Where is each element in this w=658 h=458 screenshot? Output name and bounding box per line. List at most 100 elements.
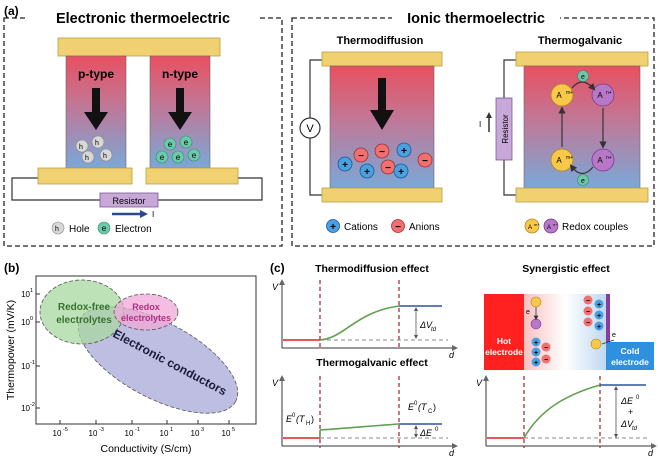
- n-type-label: n-type: [162, 67, 198, 81]
- svg-text:−: −: [395, 222, 401, 233]
- svg-text:+: +: [534, 350, 538, 357]
- anion: −: [353, 147, 369, 163]
- ionic-title: Ionic thermoelectric: [407, 11, 545, 27]
- syn-axis-v: V: [476, 378, 483, 388]
- svg-text:−: −: [586, 320, 590, 327]
- svg-text:(T: (T: [418, 402, 428, 412]
- svg-text:A: A: [556, 156, 562, 165]
- panel-b-label: (b): [4, 261, 19, 275]
- svg-text:m+: m+: [566, 155, 573, 161]
- y-tick-label: 10: [21, 290, 30, 299]
- hot-electrode-label-2: electrode: [485, 347, 523, 357]
- syn-redox-cold: e: [590, 332, 616, 350]
- svg-text:-1: -1: [30, 360, 35, 366]
- thermodiffusion-title: Thermodiffusion: [337, 35, 424, 47]
- electron-particle: e: [155, 150, 169, 164]
- svg-text:(T: (T: [296, 414, 306, 424]
- svg-text:A: A: [556, 91, 562, 100]
- legend-redox: A m+ A n+ Redox couples: [524, 218, 628, 234]
- td-delta-v: ΔV: [419, 320, 433, 330]
- svg-text:0: 0: [414, 401, 418, 407]
- svg-text:0: 0: [292, 413, 296, 419]
- y-tick-label: 10: [21, 362, 30, 371]
- p-heat-arrow: [84, 88, 108, 130]
- panel-b-regions: Redox-free electrolytes Redox electrolyt…: [39, 279, 239, 414]
- thermodiffusion-effect-title: Thermodiffusion effect: [315, 263, 429, 275]
- svg-text:h: h: [95, 140, 99, 147]
- td-top-electrode: [321, 51, 443, 67]
- legend-anions: − Anions: [391, 219, 440, 233]
- voltmeter: [299, 117, 321, 139]
- tg-bottom-electrode: [515, 187, 649, 203]
- y-tick-label: 10: [21, 318, 30, 327]
- hot-electrode-label-1: Hot: [497, 336, 511, 346]
- syn-delta-vtd: ΔV: [620, 419, 634, 429]
- tg-e0-th: E: [286, 414, 293, 424]
- svg-text:h: h: [79, 144, 83, 151]
- svg-text:e: e: [192, 151, 197, 160]
- svg-text:-3: -3: [99, 427, 104, 433]
- svg-text:e: e: [581, 178, 585, 185]
- svg-text:e: e: [581, 74, 585, 81]
- region-redox-free-label-2: electrolytes: [56, 315, 112, 326]
- svg-text:e: e: [184, 138, 189, 147]
- electron-particle: e: [187, 148, 201, 162]
- svg-text:A: A: [597, 156, 603, 165]
- redox-electron-bottom: e: [577, 174, 589, 186]
- legend-cations: + Cations: [326, 219, 378, 233]
- panel-b-xlabel: Conductivity (S/cm): [100, 443, 191, 455]
- svg-text:-1: -1: [135, 427, 140, 433]
- p-type-label: p-type: [78, 67, 114, 81]
- svg-text:C: C: [428, 409, 433, 415]
- tg-delta-e0: ΔE: [419, 428, 433, 438]
- cation: +: [393, 163, 409, 179]
- svg-text:0: 0: [636, 395, 640, 401]
- voltmeter-label: V: [306, 123, 314, 135]
- electron-particle: e: [163, 137, 177, 151]
- thermogalvanic-effect-title: Thermogalvanic effect: [316, 357, 428, 369]
- x-tick-label: 10: [160, 429, 169, 438]
- anion: −: [380, 159, 396, 175]
- panel-a-label: (a): [4, 4, 19, 18]
- panel-b-ylabel: Thermopower (mV/K): [5, 300, 17, 400]
- svg-text:+: +: [330, 222, 336, 233]
- cation: +: [359, 163, 375, 179]
- legend-electron-label: Electron: [115, 224, 152, 235]
- svg-text:n+: n+: [606, 155, 612, 161]
- syn-delta-e0: ΔE: [620, 396, 634, 406]
- region-redox: [113, 293, 179, 331]
- svg-text:+: +: [597, 313, 601, 320]
- td-plot: V d ΔV td: [272, 279, 458, 360]
- redox-electron-top: e: [577, 70, 589, 82]
- cold-electrode-label-1: Cold: [621, 346, 640, 356]
- electronic-current-label: I: [152, 210, 154, 219]
- tg-current-arrowhead: [486, 112, 492, 118]
- anion: −: [374, 143, 390, 159]
- x-tick-label: 10: [89, 429, 98, 438]
- tg-electrolyte: [523, 65, 641, 189]
- x-tick-label: 10: [125, 429, 134, 438]
- svg-text:−: −: [358, 151, 364, 162]
- svg-text:−: −: [379, 147, 385, 158]
- svg-text:): ): [311, 414, 314, 424]
- legend-hole-label: Hole: [69, 224, 90, 235]
- cold-electrode-label-2: electrode: [611, 357, 649, 367]
- electronic-wire-right: [158, 177, 263, 201]
- syn-plot: V d ΔE 0 + ΔV td: [476, 375, 657, 458]
- syn-redox-hot: e: [526, 296, 542, 330]
- anion: −: [417, 152, 433, 168]
- syn-ions-cold: − − − + + +: [583, 295, 604, 331]
- region-redox-label-2: electrolytes: [121, 313, 171, 323]
- svg-text:1: 1: [30, 288, 33, 294]
- svg-text:−: −: [422, 156, 428, 167]
- electronic-resistor-label: Resistor: [112, 196, 145, 206]
- svg-text:e: e: [176, 153, 181, 162]
- tg-resistor-label: Resistor: [501, 114, 510, 144]
- svg-text:h: h: [103, 153, 107, 160]
- legend-redox-label: Redox couples: [562, 222, 628, 233]
